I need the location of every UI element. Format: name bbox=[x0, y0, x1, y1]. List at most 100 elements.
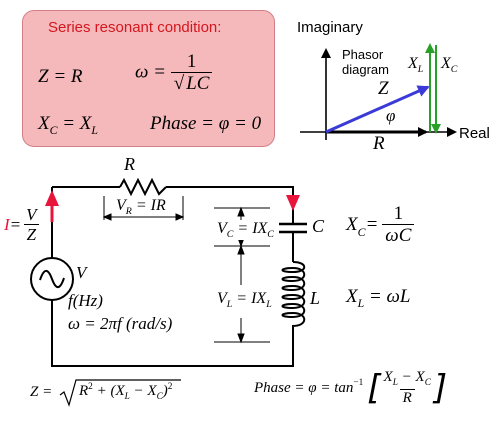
vr-v: V bbox=[116, 197, 126, 214]
inductor-label: L bbox=[310, 288, 321, 308]
phasor-title: Phasor diagram bbox=[342, 47, 389, 77]
current-num: V bbox=[26, 205, 37, 224]
phase-den: R bbox=[399, 388, 415, 407]
resonance-box bbox=[22, 10, 275, 147]
vl-arrow-down bbox=[237, 333, 245, 344]
phasor-xl-sub: L bbox=[417, 64, 424, 76]
xc-eq-sign: = bbox=[365, 213, 379, 235]
wire-bottom bbox=[51, 300, 294, 367]
eq-omega-fraction: 1 √LC bbox=[170, 51, 213, 94]
capacitor-symbol bbox=[279, 222, 307, 234]
z-sqrt-sign bbox=[59, 379, 181, 407]
vr-sub: R bbox=[125, 206, 132, 218]
phase-num: XL − XC bbox=[381, 368, 434, 389]
phasor-title-line2: diagram bbox=[342, 62, 389, 77]
vl-sub: L bbox=[226, 299, 233, 311]
vc-rhs: = IX bbox=[233, 220, 268, 237]
vr-rhs: = IR bbox=[131, 197, 166, 214]
current-fraction: V Z bbox=[23, 205, 40, 244]
eq-z-equals-r: Z = R bbox=[38, 66, 83, 87]
z-rad-r-sup: 2 bbox=[88, 382, 93, 392]
source-v-label: V bbox=[76, 263, 87, 282]
xc-x: X bbox=[346, 213, 358, 235]
z-rad-mid: + (X bbox=[92, 383, 125, 399]
phase-formula: Phase = φ = tan−1 [ XL − XC R ] bbox=[254, 368, 447, 408]
real-axis-label: Real bbox=[459, 125, 490, 142]
phase-num-xl: X bbox=[383, 368, 393, 385]
vc-arrow-up bbox=[237, 206, 245, 217]
xc-num: 1 bbox=[393, 203, 404, 224]
vr-arrow-left bbox=[102, 213, 112, 221]
eq-omega-num: 1 bbox=[186, 51, 197, 72]
z-magnitude-radicand: R2 + (XL − XC)2 bbox=[79, 382, 172, 402]
phasor-title-line1: Phasor bbox=[342, 47, 384, 62]
eq-xl-sub: L bbox=[91, 123, 98, 137]
vc-sub: C bbox=[226, 229, 234, 241]
eq-omega-den-radicand: LC bbox=[184, 71, 210, 94]
xl-sub: L bbox=[357, 296, 365, 310]
phasor-r-label: R bbox=[373, 133, 385, 154]
phase-num-xl-sub: L bbox=[392, 377, 398, 388]
z-rad-minus: − X bbox=[129, 383, 157, 399]
vc-label: VC = IXC bbox=[216, 220, 275, 241]
eq-phase-zero: Phase = φ = 0 bbox=[150, 113, 262, 134]
eq-omega: ω = 1 √LC bbox=[135, 51, 213, 94]
current-i: I bbox=[4, 214, 10, 234]
z-rad-close: ) bbox=[162, 383, 168, 399]
z-rad-xc-sub: C bbox=[156, 392, 163, 402]
vl-arrow-up bbox=[237, 244, 245, 255]
phasor-phi-label: φ bbox=[386, 106, 396, 125]
ac-source bbox=[30, 257, 74, 301]
phase-sup: −1 bbox=[353, 378, 364, 388]
phase-fraction: XL − XC R bbox=[381, 368, 434, 407]
phase-num-xc-sub: C bbox=[424, 377, 431, 388]
eq-xl-x: = X bbox=[57, 113, 92, 134]
current-den: Z bbox=[23, 223, 40, 244]
z-magnitude-lhs: Z = bbox=[30, 384, 53, 400]
source-frequency: f(Hz) bbox=[68, 291, 103, 310]
phase-bracket-left: [ bbox=[367, 368, 381, 408]
xc-sub: C bbox=[357, 225, 366, 239]
phasor-xl-label: XL bbox=[408, 55, 423, 75]
inductor-symbol bbox=[281, 261, 306, 338]
phasor-xc-x: X bbox=[441, 55, 451, 72]
eq-xc-sub: C bbox=[49, 123, 58, 137]
eq-xc-equals-xl: XC = XL bbox=[38, 113, 98, 138]
imaginary-axis-label: Imaginary bbox=[297, 19, 363, 36]
phasor-z-label: Z bbox=[378, 78, 389, 99]
xl-formula: XL = ωL bbox=[346, 286, 410, 311]
wire-top-right bbox=[166, 186, 294, 216]
eq-omega-lhs: ω = bbox=[135, 61, 166, 83]
phasor-z bbox=[325, 85, 430, 134]
z-rad-r: R bbox=[79, 383, 89, 399]
phasor-xc-label: XC bbox=[441, 55, 457, 75]
xc-den: ωC bbox=[382, 223, 415, 246]
current-arrow-left bbox=[45, 190, 59, 206]
phasor-xc-sub: C bbox=[450, 64, 458, 76]
sine-wave-icon bbox=[39, 269, 65, 289]
vl-rhs: = IX bbox=[232, 290, 267, 307]
z-rad-sup: 2 bbox=[167, 382, 173, 392]
phasor-xl-x: X bbox=[408, 55, 418, 72]
source-omega: ω = 2πf (rad/s) bbox=[68, 314, 173, 333]
vl-label: VL = IXL bbox=[216, 290, 273, 311]
phase-lhs: Phase = φ = tan bbox=[254, 379, 354, 396]
phase-num-xc: − X bbox=[397, 368, 425, 385]
vr-label: VR = IR bbox=[116, 197, 166, 217]
vl-rhs-sub: L bbox=[266, 299, 272, 311]
vc-v: V bbox=[217, 220, 227, 237]
vc-rhs-sub: C bbox=[267, 229, 274, 241]
current-arrow-right bbox=[286, 195, 300, 211]
xl-x: X bbox=[346, 286, 358, 307]
current-eq-sign: = bbox=[9, 214, 22, 234]
z-rad-xl-sub: L bbox=[124, 392, 130, 402]
capacitor-label: C bbox=[312, 216, 325, 236]
vl-v: V bbox=[217, 290, 227, 307]
resonance-title: Series resonant condition: bbox=[48, 19, 222, 36]
resistor-symbol bbox=[119, 177, 167, 197]
xl-rhs: = ωL bbox=[364, 286, 411, 307]
phase-bracket-right: ] bbox=[433, 368, 448, 408]
resistor-label: R bbox=[124, 154, 135, 174]
